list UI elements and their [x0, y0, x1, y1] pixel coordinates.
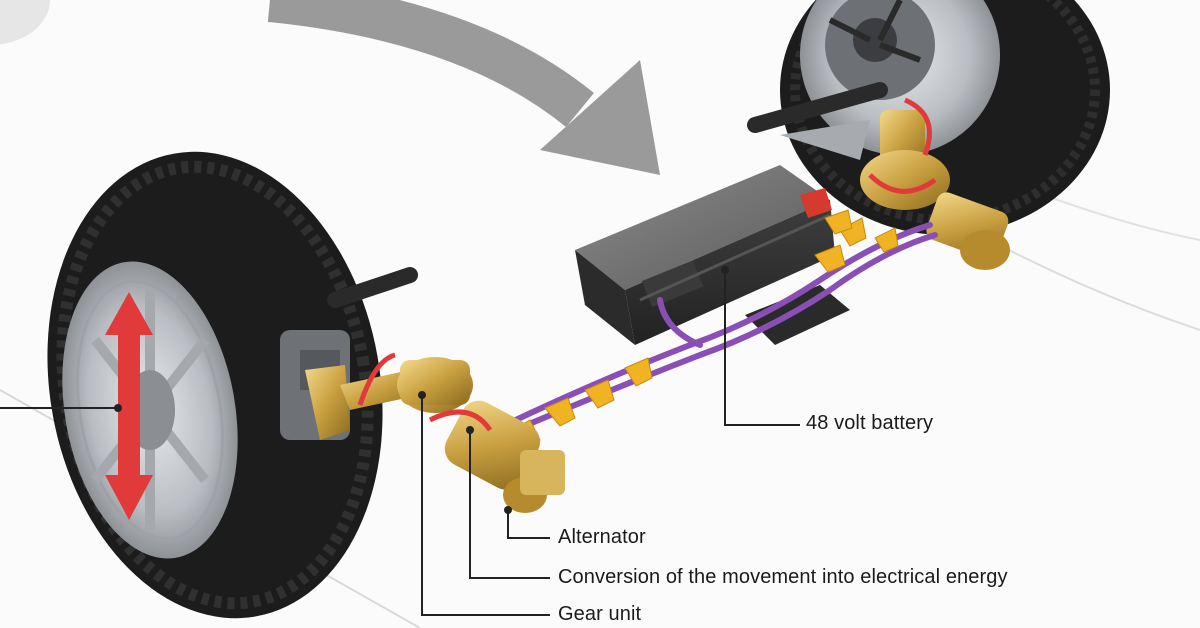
battery-48v: [575, 165, 835, 345]
rear-generator: [860, 97, 1010, 270]
control-unit: [745, 285, 850, 345]
motion-arrow: [428, 409, 493, 432]
front-gear-unit: [305, 357, 473, 440]
rear-axle: [747, 82, 888, 133]
label-alternator: Alternator: [558, 526, 646, 548]
leader-line-conversion: [469, 430, 550, 579]
big-curved-arrow-icon: [267, 0, 660, 175]
front-wheel: [47, 151, 383, 619]
front-axle: [327, 267, 418, 308]
leader-line-alternator: [507, 510, 550, 539]
label-48-volt-battery: 48 volt battery: [806, 412, 934, 434]
leader-line-gear-unit: [421, 395, 550, 616]
motion-arrow: [357, 352, 396, 406]
rear-control-arm: [780, 120, 870, 160]
leader-lines: [0, 266, 800, 616]
label-gear-unit: Gear unit: [558, 603, 642, 625]
leader-line-battery: [724, 270, 800, 426]
car-body-edge: [0, 0, 50, 45]
front-alternator: [444, 400, 565, 513]
label-conversion: Conversion of the movement into electric…: [558, 566, 1008, 588]
vertical-motion-arrow-icon: [105, 292, 153, 520]
